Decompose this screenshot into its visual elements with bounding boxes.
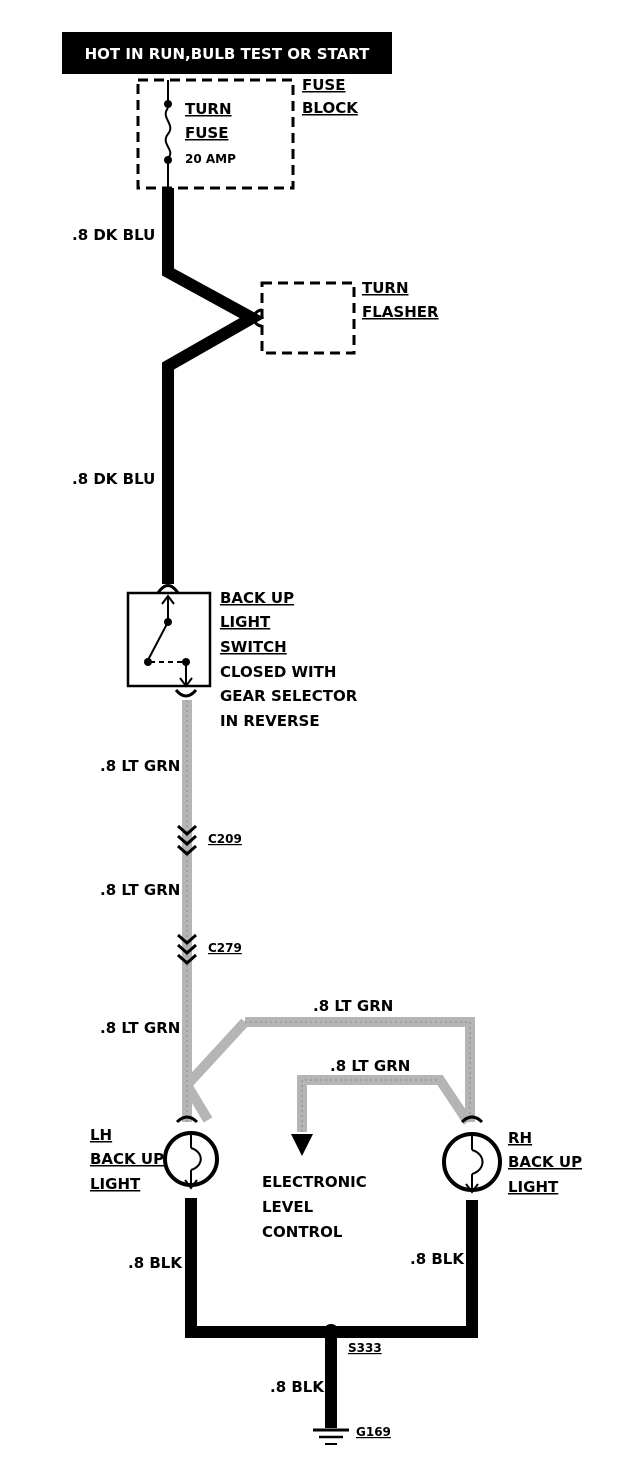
flasher-label-line2: FLASHER (362, 303, 439, 321)
connector-c279-label: C279 (208, 941, 242, 955)
connector-c209-label: C209 (208, 832, 242, 846)
elc-label-line1: ELECTRONIC (262, 1173, 367, 1191)
elc-label-line2: LEVEL (262, 1198, 314, 1216)
header-title: HOT IN RUN,BULB TEST OR START (85, 45, 371, 63)
fuse-name-line1: TURN (185, 100, 232, 118)
switch-label-line2: LIGHT (220, 613, 271, 631)
fuse-element-icon (164, 107, 172, 159)
connector-c209-icon (177, 824, 197, 857)
rh-lamp-label-line3: LIGHT (508, 1178, 559, 1196)
backup-light-switch (126, 584, 212, 698)
splice-label: S333 (348, 1341, 382, 1355)
fuse-block-label-line2: BLOCK (302, 99, 359, 117)
switch-label-line6: IN REVERSE (220, 712, 320, 730)
flasher-label-line1: TURN (362, 279, 409, 297)
dk-blu-label-2: .8 DK BLU (72, 470, 155, 488)
rh-lamp-label-line2: BACK UP (508, 1153, 582, 1171)
lh-lamp-label-line1: LH (90, 1126, 112, 1144)
lt-grn-label-1: .8 LT GRN (100, 757, 180, 775)
switch-label-line4: CLOSED WITH (220, 663, 336, 681)
rh-bulb-icon (442, 1115, 502, 1194)
switch-label-line1: BACK UP (220, 589, 294, 607)
blk-label-rh: .8 BLK (410, 1250, 465, 1268)
switch-label-line3: SWITCH (220, 638, 287, 656)
lh-lamp-label-line2: BACK UP (90, 1150, 164, 1168)
lt-grn-label-2: .8 LT GRN (100, 881, 180, 899)
lt-grn-label-3: .8 LT GRN (100, 1019, 180, 1037)
turn-flasher (252, 281, 356, 355)
fuse-block (136, 78, 295, 190)
lt-grn-label-top: .8 LT GRN (313, 997, 393, 1015)
switch-contact-icon (147, 621, 169, 661)
lt-grn-wires (182, 700, 475, 1132)
dk-blu-wire (162, 188, 265, 584)
switch-label-line5: GEAR SELECTOR (220, 687, 358, 705)
ground-icon (313, 1428, 349, 1445)
blk-label-lh: .8 BLK (128, 1254, 183, 1272)
fuse-block-label-line1: FUSE (302, 76, 345, 94)
blk-label-ground: .8 BLK (270, 1378, 325, 1396)
fuse-name-line2: FUSE (185, 124, 228, 142)
elc-arrow-icon (291, 1134, 313, 1156)
elc-label-line3: CONTROL (262, 1223, 343, 1241)
dk-blu-label-1: .8 DK BLU (72, 226, 155, 244)
ground-label: G169 (356, 1425, 391, 1439)
header-banner (62, 32, 392, 74)
lh-bulb-icon (163, 1115, 219, 1190)
fuse-rating: 20 AMP (185, 152, 236, 166)
connector-c279-icon (177, 933, 197, 966)
splice-s333-icon (323, 1324, 339, 1340)
rh-lamp-label-line1: RH (508, 1129, 532, 1147)
lt-grn-label-elc: .8 LT GRN (330, 1057, 410, 1075)
lh-lamp-label-line3: LIGHT (90, 1175, 141, 1193)
